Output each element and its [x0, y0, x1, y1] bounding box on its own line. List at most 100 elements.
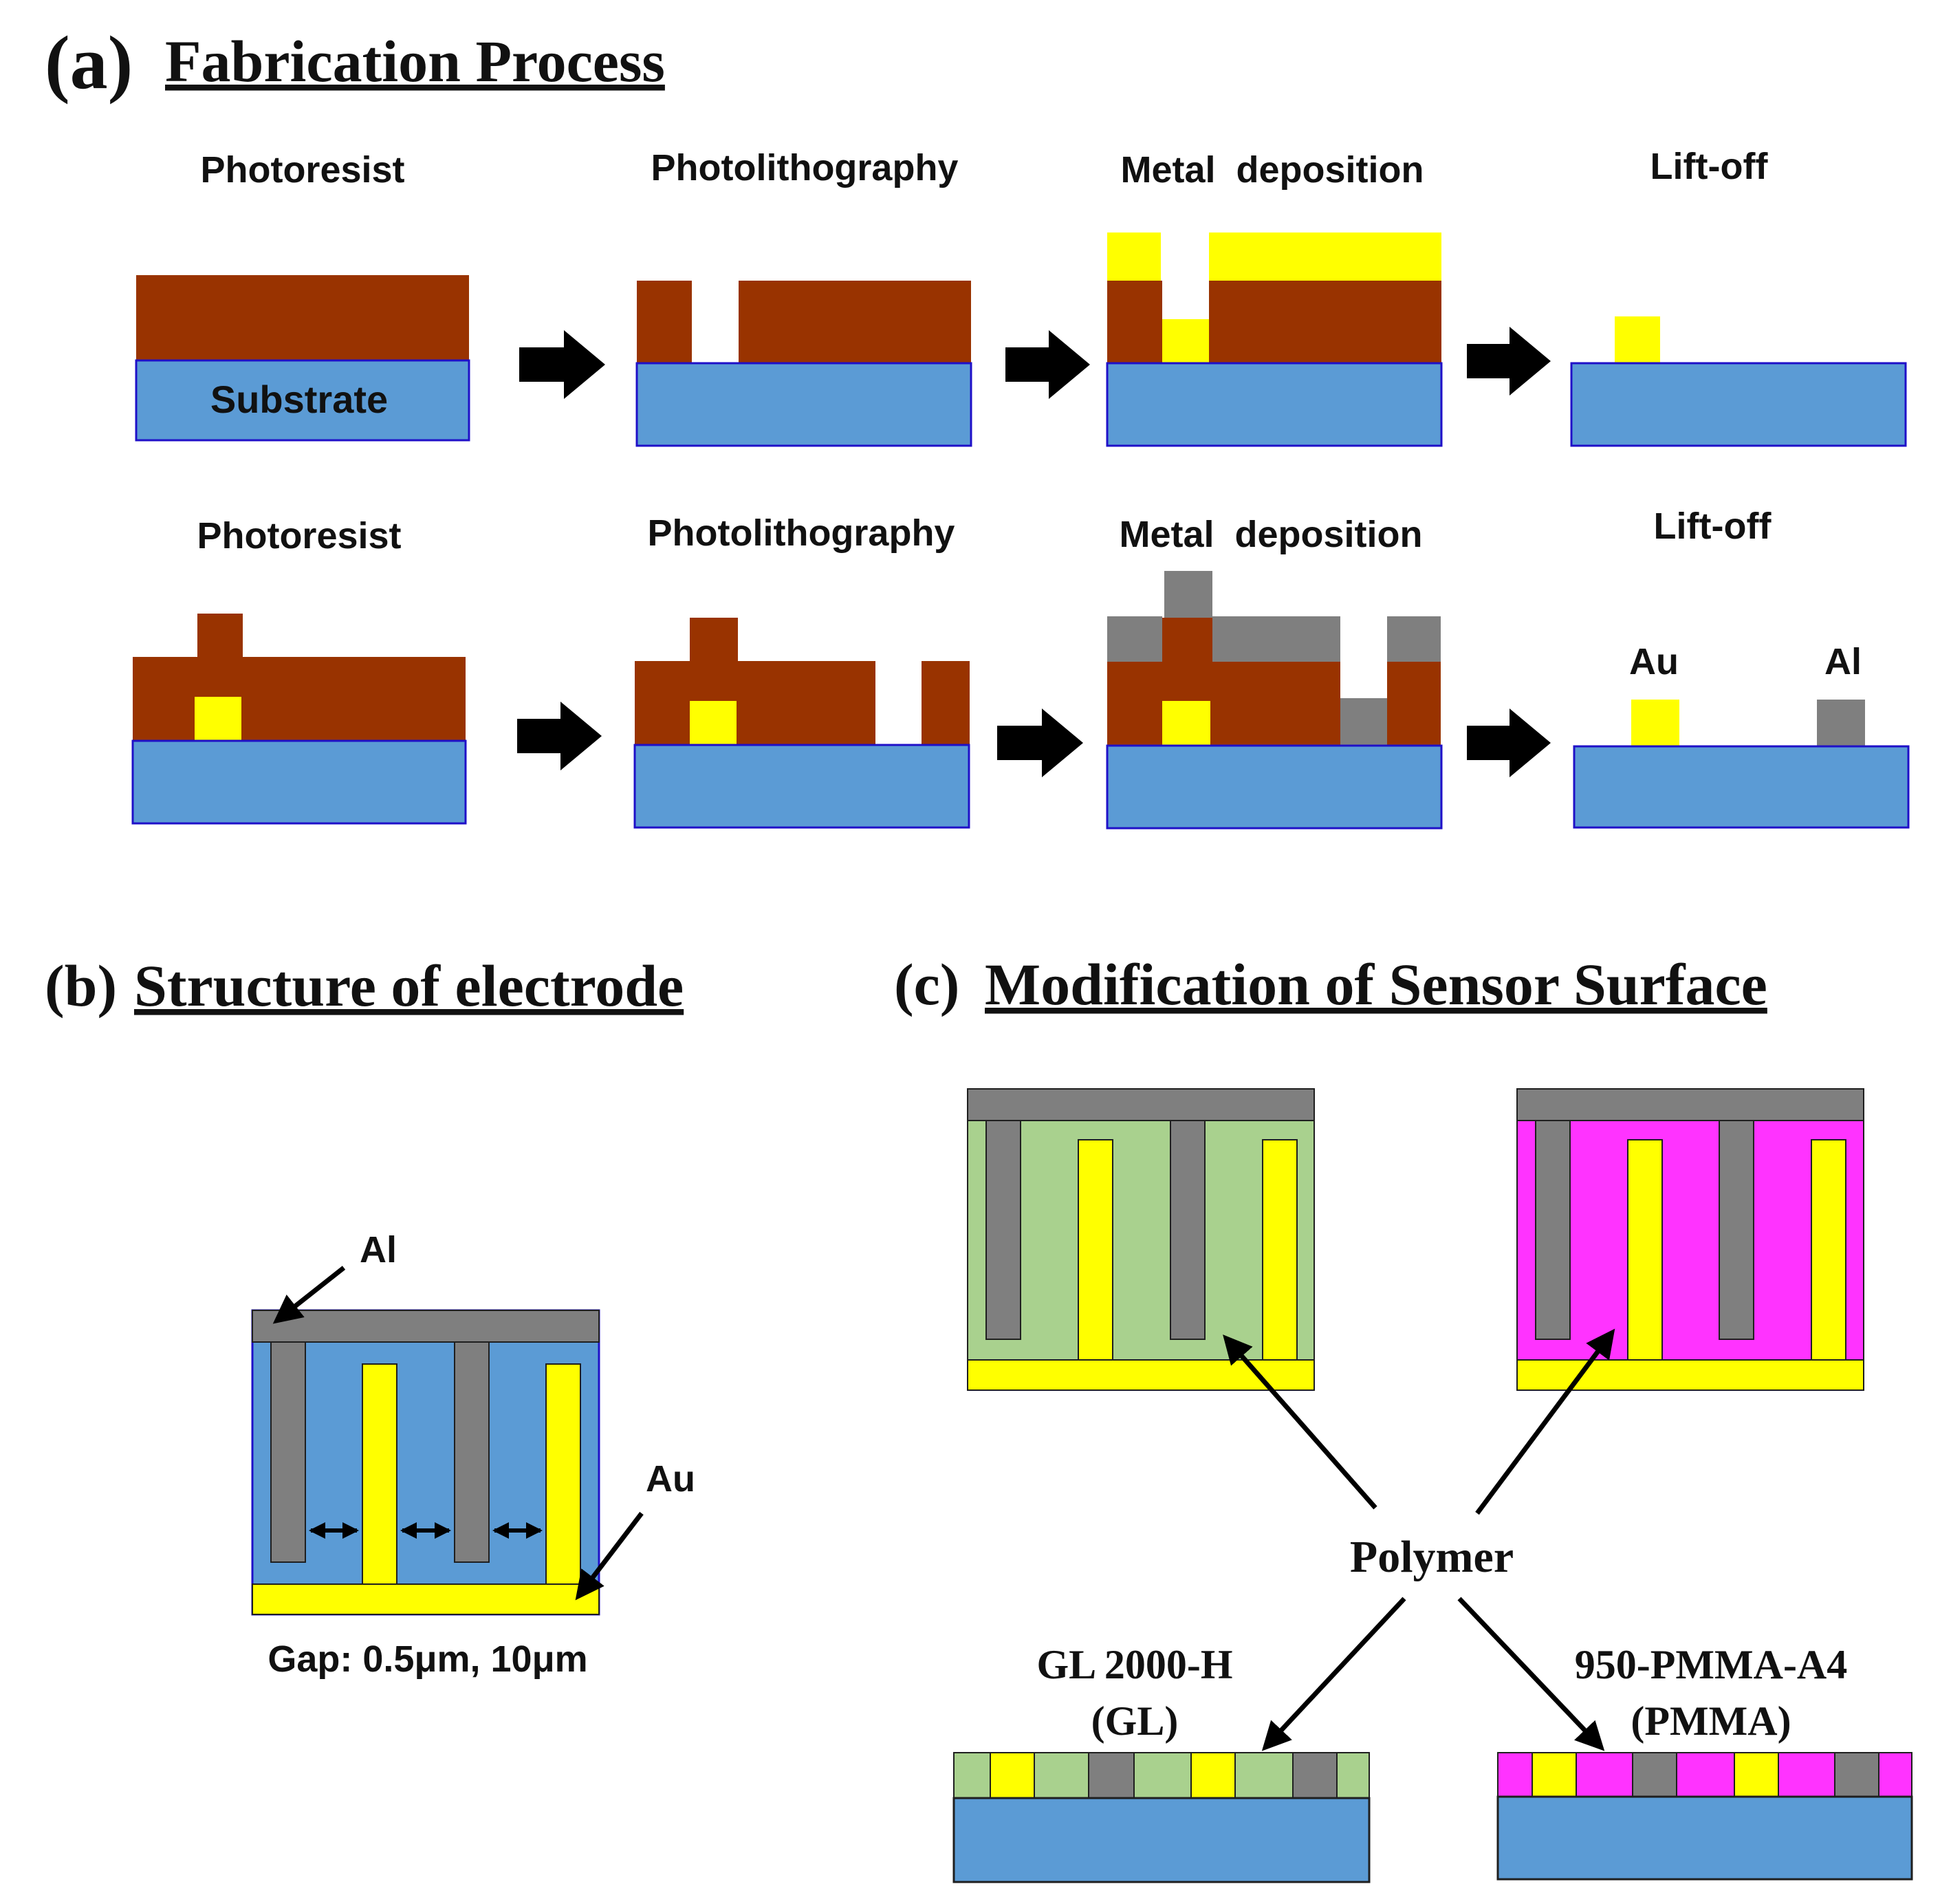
row2-step3-diagram [1106, 571, 1443, 830]
aluminum-layer-left [1107, 616, 1162, 662]
polymer-arrow-icon [1261, 1597, 1406, 1751]
substrate [131, 739, 467, 825]
panel-b-letter: (b) [45, 953, 117, 1019]
pmma-name-label: 950-PMMA-A4 [1575, 1642, 1848, 1687]
substrate [633, 744, 970, 829]
panel-a-letter: (a) [45, 21, 133, 105]
gold-electrode [690, 701, 737, 745]
photoresist-block-right [922, 661, 970, 745]
al-pointer-arrow-icon [272, 1266, 346, 1324]
row1-step1-diagram: Substrate [135, 275, 470, 442]
gold-electrode [195, 697, 241, 741]
row2-step4-label: Lift-off [1654, 506, 1772, 547]
panel-b-title: Structure of electrode [134, 953, 684, 1019]
substrate [635, 362, 972, 447]
panel-a-title: Fabrication Process [165, 28, 665, 94]
gl-polymer-background [967, 1088, 1315, 1391]
row1-step2-diagram [635, 281, 972, 447]
substrate [1106, 744, 1443, 830]
aluminum-bus-bar [1516, 1088, 1864, 1121]
photoresist-bump [1162, 618, 1212, 662]
gold-electrode [1532, 1752, 1577, 1797]
gl-abbr-label: (GL) [1091, 1698, 1179, 1744]
gold-electrode [1190, 1752, 1236, 1799]
gold-finger [1627, 1139, 1663, 1361]
electrode-structure-diagram [251, 1309, 600, 1616]
au-pointer-arrow-icon [575, 1511, 644, 1601]
panel-c-title: Modification of Sensor Surface [985, 951, 1767, 1017]
process-arrow-icon [1467, 327, 1551, 396]
aluminum-finger [1535, 1120, 1571, 1340]
row1-step3-diagram [1106, 232, 1443, 447]
gl-cross-section [952, 1752, 1371, 1883]
photoresist-block-left [1107, 662, 1340, 746]
aluminum-layer-right [1387, 616, 1441, 662]
gold-bus-bar [967, 1359, 1315, 1391]
substrate [1573, 745, 1910, 829]
row1-step3-label: Metal deposition [1120, 149, 1424, 191]
substrate [135, 359, 470, 442]
aluminum-electrode [1088, 1752, 1135, 1799]
au-pointer-label: Au [646, 1458, 695, 1500]
row1-step4-label: Lift-off [1650, 146, 1769, 187]
aluminum-finger [454, 1341, 490, 1563]
process-arrow-icon [1005, 330, 1090, 399]
substrate-label: Substrate [210, 378, 388, 421]
photoresist-bump [690, 618, 738, 662]
gap-label: Gap: 0.5μm, 10μm [268, 1638, 587, 1680]
substrate [952, 1797, 1371, 1883]
gold-layer-left [1107, 232, 1161, 281]
gold-electrode [1631, 700, 1679, 746]
row2-step1-label: Photoresist [197, 515, 401, 556]
substrate [1106, 362, 1443, 447]
gold-finger [545, 1363, 581, 1585]
gold-deposit [1162, 319, 1209, 363]
aluminum-finger [270, 1341, 306, 1563]
aluminum-finger [1719, 1120, 1754, 1340]
gold-bus-bar [252, 1583, 600, 1615]
photoresist-layer [133, 657, 466, 741]
polymer-arrow-icon [1457, 1597, 1605, 1751]
photoresist-block-left [635, 661, 875, 745]
pmma-abbr-label: (PMMA) [1631, 1698, 1791, 1744]
row2-step3-label: Metal deposition [1119, 514, 1422, 555]
photoresist-block-left [1107, 281, 1162, 363]
gold-electrode [1162, 701, 1210, 746]
row2-step2-label: Photolithography [648, 512, 955, 554]
photoresist-block-right [739, 281, 971, 363]
gold-finger [1262, 1139, 1298, 1361]
process-arrow-icon [519, 330, 605, 399]
polymer-arrow-icon [1223, 1334, 1377, 1510]
gold-layer-right [1209, 232, 1441, 281]
photoresist-block-left [637, 281, 692, 363]
au-label: Au [1629, 641, 1679, 682]
aluminum-electrode [1292, 1752, 1338, 1799]
aluminum-electrode [1817, 700, 1865, 746]
photoresist-block-right [1387, 662, 1441, 746]
aluminum-electrode [1632, 1752, 1677, 1797]
aluminum-bus-bar [967, 1088, 1315, 1121]
gl-electrode-top-view [967, 1088, 1315, 1391]
aluminum-finger [985, 1120, 1021, 1340]
row2-step1-diagram [131, 614, 467, 825]
gold-finger [1078, 1139, 1113, 1361]
row1-step2-label: Photolithography [651, 147, 959, 188]
gold-bus-bar [1516, 1359, 1864, 1391]
aluminum-top [1164, 571, 1212, 618]
polymer-arrow-icon [1475, 1328, 1615, 1515]
gl-name-label: GL 2000-H [1036, 1642, 1232, 1687]
gold-electrode [1734, 1752, 1779, 1797]
al-pointer-label: Al [360, 1229, 397, 1270]
aluminum-electrode [1834, 1752, 1879, 1797]
row1-step1-label: Photoresist [200, 149, 404, 191]
substrate [1570, 362, 1907, 447]
gold-electrode [1615, 316, 1660, 363]
aluminum-bus-bar [252, 1310, 600, 1343]
row2-step4-diagram: Au Al [1573, 641, 1910, 829]
photoresist-layer [136, 275, 469, 360]
photoresist-block-right [1209, 281, 1441, 363]
pmma-cross-section [1496, 1752, 1913, 1881]
row2-step2-diagram [633, 618, 970, 829]
pmma-electrode-top-view [1516, 1088, 1864, 1391]
